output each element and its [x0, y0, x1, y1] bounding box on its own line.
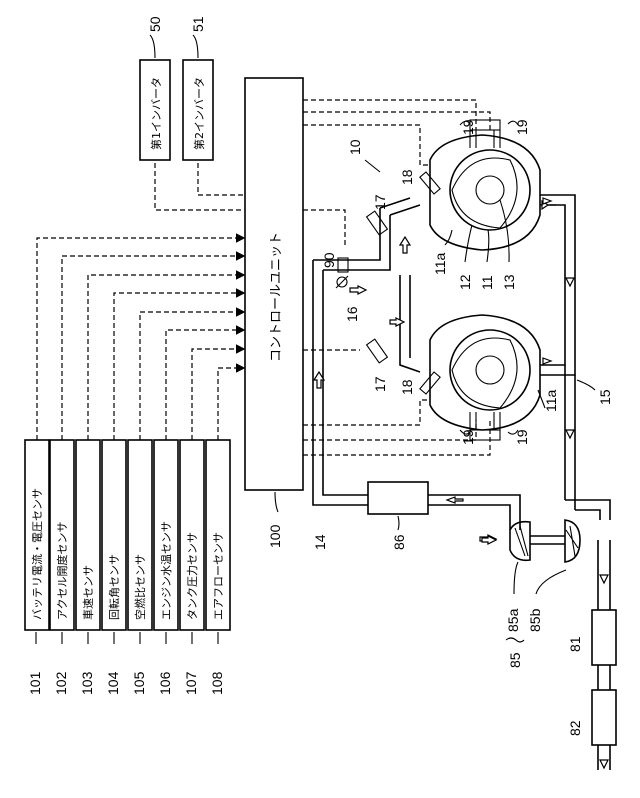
sensor-label-108: エアフローセンサ — [212, 532, 225, 620]
sensor-box-105: 空燃比センサ — [128, 440, 152, 630]
ref-100: 100 — [267, 524, 283, 548]
valve-16: 16 — [336, 276, 360, 322]
inverter-1-label: 第1インバータ — [149, 77, 163, 150]
ref-11a-top: 11a — [432, 252, 448, 275]
inverter-2-signal — [198, 163, 243, 195]
sensor-box-107: タンク圧力センサ — [180, 440, 204, 630]
ref-90: 90 — [321, 252, 337, 268]
ref-104: 104 — [105, 671, 121, 695]
rotary-engine: 10 18 18 19 19 19 19 11 — [347, 119, 559, 445]
ref-86: 86 — [391, 534, 407, 550]
ref-103: 103 — [79, 671, 95, 695]
sensor-label-105: 空燃比センサ — [133, 554, 147, 620]
sensor-box-101: バッテリ電流・電圧センサ — [25, 440, 49, 630]
ref-17-top: 17 — [372, 194, 388, 210]
ref-107: 107 — [183, 671, 199, 695]
ref-14: 14 — [312, 534, 328, 550]
ref-19-b: 19 — [514, 119, 530, 135]
sensor-label-106: エンジン水温センサ — [160, 521, 173, 620]
inverter-1: 第1インバータ 50 — [140, 16, 170, 160]
injector-top: 17 — [367, 194, 388, 235]
sensor-label-103: 車速センサ — [81, 565, 95, 620]
sensor-box-103: 車速センサ — [76, 440, 100, 630]
ref-16: 16 — [344, 306, 360, 322]
ref-10: 10 — [347, 139, 363, 155]
sensor-label-102: アクセル開度センサ — [55, 522, 69, 620]
inverter-1-signal — [155, 163, 243, 210]
ref-18-top: 18 — [399, 169, 415, 185]
ref-81: 81 — [567, 636, 583, 652]
ref-85a: 85a — [505, 608, 521, 632]
rotor-housing-lower — [430, 315, 540, 440]
injector-bottom: 17 — [367, 339, 388, 392]
tank-valve-90: 90 — [321, 252, 348, 272]
turbocharger: 85 85a 85b — [482, 520, 580, 668]
exhaust-line: 15 — [540, 195, 613, 770]
catalyst-82: 82 — [567, 690, 616, 745]
ref-13: 13 — [501, 274, 517, 290]
sensor-box-106: エンジン水温センサ — [154, 440, 178, 630]
ref-51: 51 — [190, 16, 206, 32]
sensor-signal-lines — [37, 238, 243, 440]
sensor-label-104: 回転角センサ — [108, 554, 121, 620]
ref-50: 50 — [147, 16, 163, 32]
ref-18-bottom: 18 — [399, 379, 415, 395]
ref-12: 12 — [457, 274, 473, 290]
sensor-label-101: バッテリ電流・電圧センサ — [30, 488, 44, 620]
sensor-box-108: エアフローセンサ — [206, 440, 230, 630]
sensor-group: バッテリ電流・電圧センサ アクセル開度センサ 車速センサ 回転角センサ 空燃比セ… — [25, 440, 230, 630]
ref-17-bottom: 17 — [372, 376, 388, 392]
sensor-label-107: タンク圧力センサ — [186, 532, 199, 620]
rotor-housing-upper — [430, 120, 540, 250]
control-unit: コントロールユニット 100 — [245, 78, 303, 548]
inverter-2-label: 第2インバータ — [192, 77, 206, 150]
ref-11: 11 — [479, 275, 495, 290]
ref-101: 101 — [27, 671, 43, 695]
sensor-box-102: アクセル開度センサ — [50, 440, 74, 630]
ref-85b: 85b — [527, 608, 543, 632]
sensor-box-104: 回転角センサ — [102, 440, 126, 630]
ref-106: 106 — [157, 671, 173, 695]
ref-82: 82 — [567, 720, 583, 736]
sensor-refs: 101 102 103 104 105 106 107 108 — [27, 632, 225, 695]
ref-108: 108 — [209, 671, 225, 695]
intercooler: 86 — [368, 482, 428, 550]
ref-85: 85 — [507, 652, 523, 668]
control-unit-label: コントロールユニット — [269, 232, 284, 362]
inverter-2: 第2インバータ 51 — [183, 16, 213, 160]
ref-15: 15 — [597, 389, 613, 405]
ref-11a-bottom: 11a — [543, 389, 559, 412]
ref-102: 102 — [53, 671, 69, 695]
ref-19-c: 19 — [460, 429, 476, 445]
ref-105: 105 — [131, 671, 147, 695]
catalyst-81: 81 — [567, 610, 616, 665]
